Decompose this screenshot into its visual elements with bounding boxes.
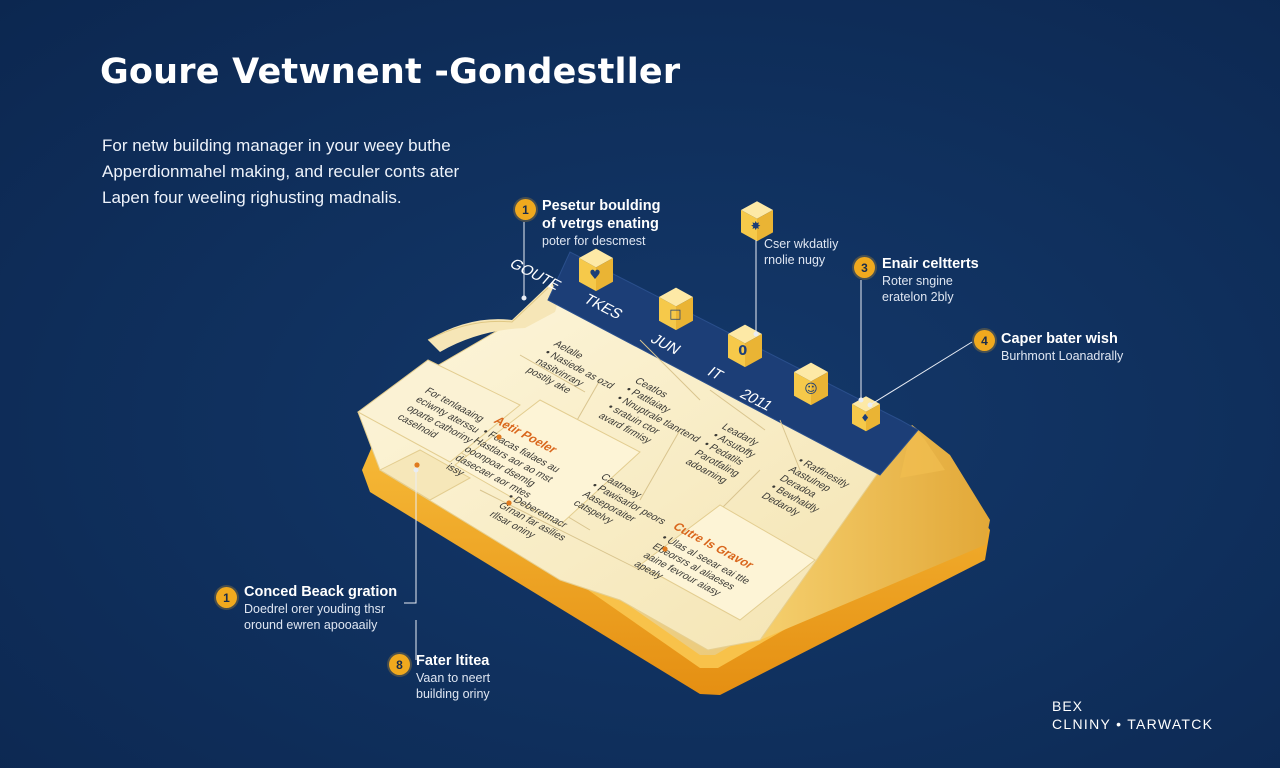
- page-curl: [428, 282, 557, 352]
- panel-bullet: [414, 462, 420, 468]
- panel-divider: [639, 429, 681, 501]
- intro-text: For netw building manager in your weey b…: [102, 133, 492, 211]
- callout-subtitle: Vaan to neert: [416, 671, 491, 685]
- leader-line: [404, 470, 417, 604]
- svg-text:☺: ☺: [804, 382, 817, 397]
- callout-subtitle-line2: oround ewren apooaaily: [244, 618, 378, 632]
- leader-dot: [413, 467, 419, 473]
- panel-divider: [639, 339, 701, 401]
- leader-line: [869, 341, 973, 406]
- timeline-band: [547, 251, 919, 476]
- calendar-right-end: [760, 425, 990, 640]
- callout-title: Enair celtterts: [882, 256, 979, 272]
- panel-bullet: [662, 546, 668, 552]
- svg-text:0: 0: [738, 344, 747, 359]
- callout-title-line2: of vetrgs enating: [542, 216, 659, 232]
- callout-subtitle: Roter sngine: [882, 274, 953, 288]
- callout-number-badge: 1: [216, 587, 237, 608]
- page-title: Goure Vetwnent -Gondestller: [100, 52, 681, 92]
- callout-1: 1 Pesetur boulding of vetrgs enating pot…: [515, 197, 660, 249]
- leader-dot: [867, 402, 873, 408]
- callout-5: 1 Conced Beack gration Doedrel orer youd…: [216, 583, 397, 633]
- callout-3: 3 Enair celtterts Roter sngine eratelon …: [854, 255, 979, 305]
- cube-icon: 0: [728, 324, 762, 368]
- leader-dot: [753, 331, 759, 337]
- callout-number-badge: 4: [974, 330, 995, 351]
- callout-subtitle: Doedrel orer youding thsr: [244, 602, 386, 616]
- callout-subtitle-line2: rnolie nugy: [764, 253, 826, 267]
- callout-number-badge: 3: [854, 257, 875, 278]
- svg-text:♦: ♦: [860, 411, 870, 424]
- cube-icon: ☺: [794, 362, 828, 406]
- cube-icon: ♦: [852, 396, 880, 432]
- panel-bullet: [506, 500, 512, 506]
- callout-subtitle: Cser wkdatliy: [764, 237, 839, 251]
- brand-mark: BEX CLNINY • TARWATCK: [1052, 697, 1213, 733]
- svg-text:♥: ♥: [589, 268, 601, 283]
- calendar-panel: Aelalle• Nasiede as ozdnasitvinraryposti…: [524, 339, 617, 395]
- callout-number-badge: 8: [389, 654, 410, 675]
- cube-icon: □: [659, 287, 693, 331]
- svg-text:✸: ✸: [751, 219, 761, 233]
- panel-card: [639, 504, 816, 621]
- leader-dot: [858, 397, 864, 403]
- intro-line: For netw building manager in your weey b…: [102, 136, 451, 155]
- svg-text:□: □: [669, 307, 681, 322]
- callout-number-badge: 1: [515, 199, 536, 220]
- brand-line-2: CLNINY • TARWATCK: [1052, 716, 1214, 732]
- callout-title: Caper bater wish: [1001, 331, 1118, 347]
- panel-card: [454, 399, 641, 526]
- brand-line-1: BEX: [1052, 698, 1084, 714]
- panel-divider: [519, 354, 586, 393]
- callout-2: Cser wkdatliy rnolie nugy: [764, 236, 838, 268]
- panel-card: [378, 449, 472, 501]
- callout-title: Conced Beack gration: [244, 584, 398, 600]
- panel-divider: [779, 419, 801, 471]
- panel-card: [357, 359, 521, 463]
- callout-subtitle: Burhmont Loanadrally: [1001, 349, 1124, 363]
- callout-6: 8 Fater ltitea Vaan to neert building or…: [389, 652, 490, 702]
- callout-subtitle: poter for descmest: [542, 234, 646, 248]
- callout-title: Pesetur boulding: [542, 198, 661, 214]
- timeline-label: GOUTE: [506, 256, 565, 293]
- callout-4: 4 Caper bater wish Burhmont Loanadrally: [974, 330, 1123, 364]
- callout-subtitle-line2: eratelon 2bly: [882, 290, 954, 304]
- panel-divider: [709, 389, 766, 431]
- callout-title: Fater ltitea: [416, 653, 490, 669]
- callout-subtitle-line2: building oriny: [416, 687, 490, 701]
- leader-dot: [521, 295, 527, 301]
- intro-line: Apperdionmahel making, and reculer conts…: [102, 162, 460, 181]
- cube-icon: ✸: [741, 201, 773, 242]
- panel-bullet: [496, 434, 502, 440]
- intro-line: Lapen four weeling righusting madnalis.: [102, 188, 402, 207]
- cube-icon: ♥: [579, 248, 613, 292]
